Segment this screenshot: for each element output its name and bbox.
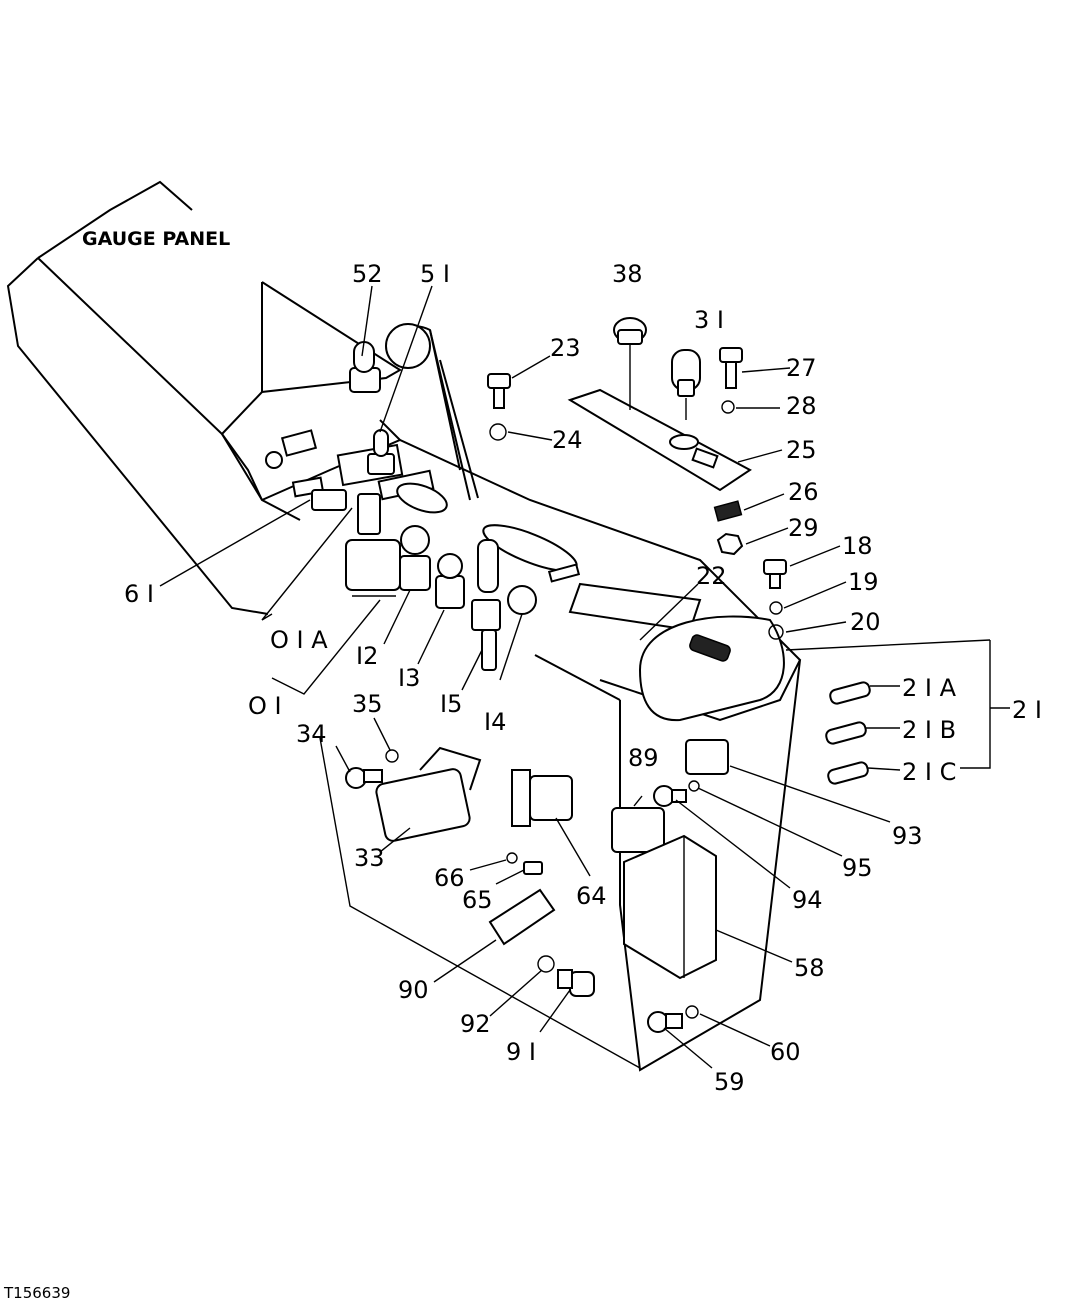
bolt-23	[487, 373, 511, 409]
plug-38	[613, 317, 647, 345]
callout-64: 64	[576, 882, 607, 910]
callout-21b: 2 I B	[902, 716, 956, 744]
callout-35: 35	[352, 690, 383, 718]
knob-12	[399, 525, 431, 591]
control-unit-58	[623, 834, 717, 980]
callout-21: 2 I	[1012, 696, 1042, 724]
callout-89: 89	[628, 744, 659, 772]
screw-65	[523, 861, 543, 875]
washer-66	[506, 852, 518, 864]
callout-24: 24	[552, 426, 583, 454]
parts	[311, 317, 871, 1033]
callout-92: 92	[460, 1010, 491, 1038]
rocker-switch-61	[311, 489, 347, 511]
fuse-box-22	[638, 615, 785, 722]
callout-60: 60	[770, 1038, 801, 1066]
callout-01a: O I A	[270, 626, 328, 654]
bolt-18	[763, 559, 787, 589]
callout-29: 29	[788, 514, 819, 542]
washer-20	[768, 624, 784, 640]
screw-59	[647, 1011, 683, 1033]
bracket-90	[488, 888, 556, 946]
callout-33: 33	[354, 844, 385, 872]
callout-18: 18	[842, 532, 873, 560]
button-31	[671, 349, 701, 397]
callout-91: 9 I	[506, 1038, 536, 1066]
washer-95	[688, 780, 700, 792]
washer-28	[721, 400, 735, 414]
callout-13: I3	[398, 664, 420, 692]
callout-20: 20	[850, 608, 881, 636]
callout-34: 34	[296, 720, 327, 748]
bolt-27	[719, 347, 743, 389]
component-93	[685, 739, 729, 775]
gauge-panel-title: GAUGE PANEL	[82, 228, 230, 250]
ring-24	[489, 423, 507, 441]
callout-21c: 2 I C	[902, 758, 956, 786]
callout-22: 22	[696, 562, 727, 590]
callout-23: 23	[550, 334, 581, 362]
nut-26	[713, 500, 743, 522]
callout-94: 94	[792, 886, 823, 914]
washer-19	[769, 601, 783, 615]
callout-58: 58	[794, 954, 825, 982]
callout-27: 27	[786, 354, 817, 382]
switch-15	[471, 539, 501, 671]
callout-31: 3 I	[694, 306, 724, 334]
relay-33	[375, 746, 482, 842]
callout-38: 38	[612, 260, 643, 288]
callout-12: I2	[356, 642, 378, 670]
callout-95: 95	[842, 854, 873, 882]
callout-28: 28	[786, 392, 817, 420]
fuses-21	[825, 681, 871, 785]
washer-92	[537, 955, 555, 973]
callout-01: O I	[248, 692, 282, 720]
callout-51: 5 I	[420, 260, 450, 288]
bolt-91	[557, 969, 595, 997]
callout-14: I4	[484, 708, 506, 736]
callout-labels: 52 5 I 38 3 I 23 27 24 28 25 26 29 18 19…	[124, 260, 1042, 1096]
toggle-switch-52	[349, 341, 381, 393]
nut-29	[716, 532, 744, 556]
washer-35	[385, 749, 399, 763]
screw-94	[653, 785, 687, 807]
callout-52: 52	[352, 260, 383, 288]
callout-66: 66	[434, 864, 465, 892]
callout-15: I5	[440, 690, 462, 718]
callout-26: 26	[788, 478, 819, 506]
callout-90: 90	[398, 976, 429, 1004]
relay-64	[511, 769, 573, 827]
callout-25: 25	[786, 436, 817, 464]
screw-34	[345, 767, 383, 789]
gauge-panel-title-group: GAUGE PANEL	[37, 180, 230, 259]
callout-65: 65	[462, 886, 493, 914]
leader-lines	[159, 285, 1010, 1069]
callout-93: 93	[892, 822, 923, 850]
key-switch-01	[345, 493, 401, 597]
knob-13	[435, 553, 465, 609]
callout-59: 59	[714, 1068, 745, 1096]
callout-19: 19	[848, 568, 879, 596]
knob-14	[507, 585, 537, 615]
figure-id: T156639	[3, 1284, 70, 1302]
connector-89	[611, 807, 665, 853]
washer-60	[685, 1005, 699, 1019]
callout-61: 6 I	[124, 580, 154, 608]
callout-21a: 2 I A	[902, 674, 957, 702]
